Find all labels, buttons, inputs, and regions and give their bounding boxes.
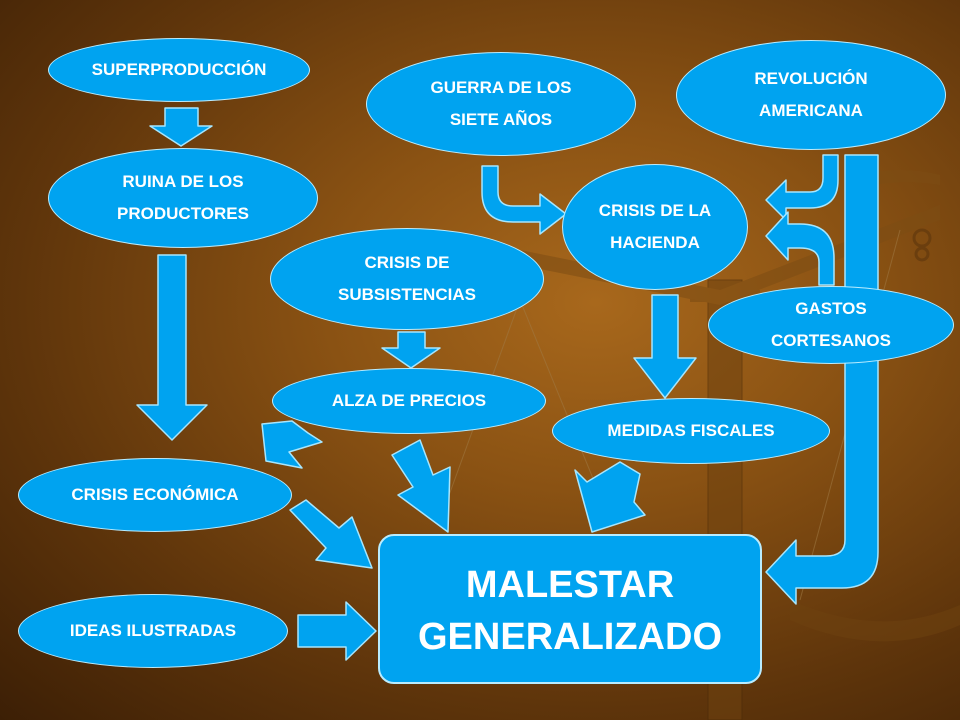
arrow-revolucion-malestar [765, 154, 879, 605]
node-malestar-generalizado: MALESTAR GENERALIZADO [378, 534, 762, 684]
node-alza-precios: ALZA DE PRECIOS [272, 368, 546, 434]
node-gastos-cortesanos: GASTOS CORTESANOS [708, 286, 954, 364]
arrow-crisis-economica-malestar [289, 499, 373, 569]
arrow-subsistencias-alza [381, 331, 441, 369]
arrow-guerra-hacienda [481, 165, 567, 235]
arrow-hacienda-medidas [633, 294, 697, 399]
arrow-alza-malestar [391, 439, 451, 533]
arrow-gastos-hacienda [765, 211, 835, 286]
node-ideas-ilustradas: IDEAS ILUSTRADAS [18, 594, 288, 668]
node-ruina-productores: RUINA DE LOS PRODUCTORES [48, 148, 318, 248]
node-guerra-siete-anos: GUERRA DE LOS SIETE AÑOS [366, 52, 636, 156]
node-crisis-subsistencias: CRISIS DE SUBSISTENCIAS [270, 228, 544, 330]
arrow-alza-crisis-economica [261, 420, 323, 469]
arrow-ideas-malestar [297, 601, 377, 661]
node-medidas-fiscales: MEDIDAS FISCALES [552, 398, 830, 464]
arrow-revolucion-hacienda [765, 154, 839, 221]
node-crisis-economica: CRISIS ECONÓMICA [18, 458, 292, 532]
arrow-superproduccion-ruina [149, 107, 213, 147]
node-superproduccion: SUPERPRODUCCIÓN [48, 38, 310, 102]
arrow-medidas-malestar [574, 461, 646, 533]
node-crisis-hacienda: CRISIS DE LA HACIENDA [562, 164, 748, 290]
node-revolucion-americana: REVOLUCIÓN AMERICANA [676, 40, 946, 150]
arrow-ruina-crisis-economica [136, 254, 208, 441]
